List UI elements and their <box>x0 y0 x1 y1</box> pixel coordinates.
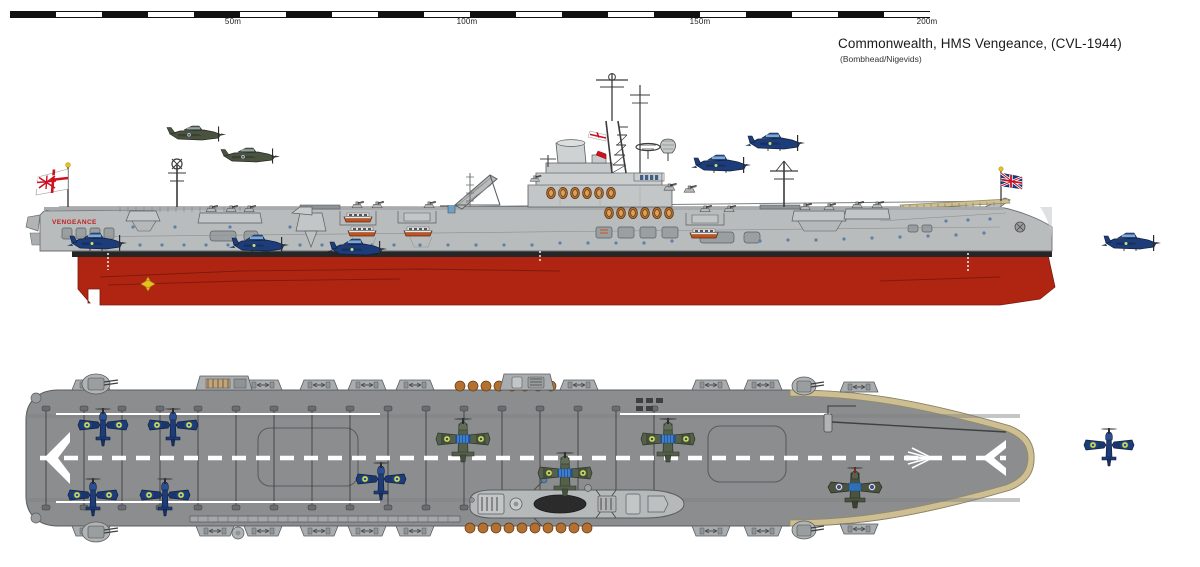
scale-bar-segment <box>654 11 700 18</box>
scale-bar-segment <box>700 11 746 18</box>
gun-tubs-starboard <box>81 520 825 543</box>
forward-aircraft-lift <box>707 425 787 483</box>
hull-antifouling <box>77 254 1056 306</box>
page-title: Commonwealth, HMS Vengeance, (CVL-1944) <box>838 36 1122 51</box>
radar-dish <box>660 138 676 161</box>
forward-mast <box>168 158 186 207</box>
scale-bar-segment <box>746 11 792 18</box>
radar-antenna <box>635 142 661 159</box>
scale-bar-segment <box>378 11 424 18</box>
scale-bar-tick-label: 150m <box>689 17 711 26</box>
aircraft-lifts <box>299 204 801 210</box>
scale-bar-segment <box>516 11 562 18</box>
catwalk-hatching <box>197 516 449 522</box>
boot-topping-stripe <box>72 251 1052 257</box>
flying-corsair-1 <box>690 154 752 174</box>
bow-anchor <box>1014 221 1026 233</box>
white-ensign-flag <box>35 168 69 196</box>
scale-bar-segment <box>884 11 930 18</box>
credit-line: (Bombhead/Nigevids) <box>840 54 922 64</box>
bow-aiming-fan <box>905 447 934 469</box>
scale-bar-tick-label: 200m <box>916 17 938 26</box>
scale-bar-segment <box>240 11 286 18</box>
stern-ship-name: VENGEANCE <box>52 219 97 226</box>
stern-corner-fitting-port <box>30 392 42 404</box>
scale-bar-segment <box>608 11 654 18</box>
deck-marker-blocks <box>636 398 663 411</box>
scale-bar-segment <box>148 11 194 18</box>
scale-bar-segment <box>470 11 516 18</box>
reference-aircraft-corsair-plan <box>1083 427 1135 467</box>
island-side-catwalk <box>189 515 461 523</box>
scale-bar-segment <box>286 11 332 18</box>
draft-marks <box>107 251 969 271</box>
sponson-director-port <box>499 373 555 391</box>
stern-landing-chevron <box>44 432 70 484</box>
funnel-plan <box>533 494 587 514</box>
scale-bar-segment <box>10 11 56 18</box>
scale-bar-segment <box>424 11 470 18</box>
flight-deck-plan-view <box>25 373 1135 543</box>
stern-gallery <box>25 214 41 232</box>
sponson-quad-mount-port <box>195 375 253 391</box>
gun-tubs-port <box>81 373 825 396</box>
deck-crane <box>440 173 501 214</box>
deck-edge-sponsons <box>125 201 891 232</box>
arrester-wires <box>45 410 655 506</box>
plan-bow-wooden-deck-edge <box>789 389 1035 527</box>
flying-seafire-2 <box>220 147 281 164</box>
flying-corsair-2 <box>744 132 806 152</box>
bow-catapult-track <box>823 405 1007 433</box>
starboard-profile-view: VENGEANCE <box>25 73 1162 306</box>
union-jack-flag <box>1000 171 1023 191</box>
scale-bar-segment <box>332 11 378 18</box>
scale-bar: 50m 100m 150m 200m <box>0 0 1200 30</box>
island-superstructure <box>527 73 698 239</box>
scale-bar-tick-label: 100m <box>456 17 478 26</box>
scale-bar-segment <box>562 11 608 18</box>
scale-bar-segment <box>838 11 884 18</box>
propeller <box>140 276 156 292</box>
stern-corner-fitting-stbd <box>30 512 42 524</box>
portholes <box>116 217 992 247</box>
scale-bar-segment <box>792 11 838 18</box>
scale-bar-segment <box>194 11 240 18</box>
island-plan <box>469 476 685 527</box>
amidships-signal-mast <box>770 160 798 207</box>
reference-aircraft-corsair-side <box>1100 232 1162 252</box>
bow-landing-chevron <box>982 440 1006 476</box>
flying-seafire-1 <box>166 125 227 142</box>
scale-bar-segment <box>102 11 148 18</box>
flight-deck-profile <box>44 207 1004 210</box>
scale-bar-tick-label: 50m <box>224 17 242 26</box>
title-block: Commonwealth, HMS Vengeance, (CVL-1944) … <box>838 36 1122 64</box>
scale-bar-segment <box>56 11 102 18</box>
